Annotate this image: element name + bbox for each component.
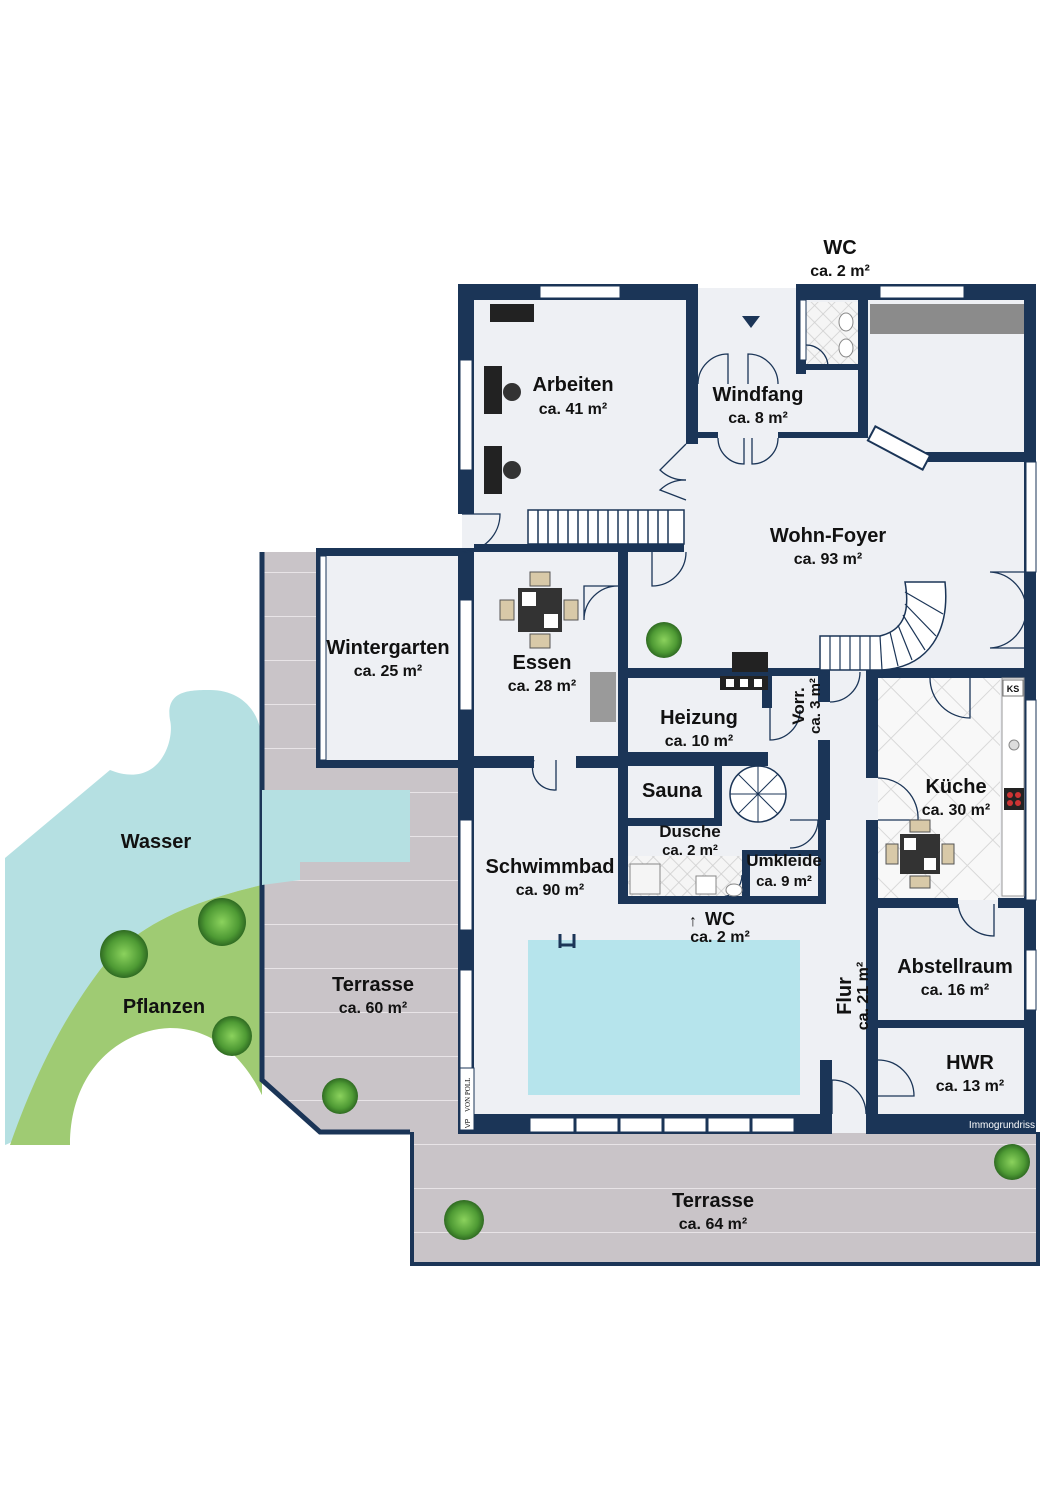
room-windfang-area: ca. 8 m² [728, 410, 788, 427]
room-essen-area: ca. 28 m² [508, 678, 576, 695]
room-kueche-area: ca. 30 m² [922, 802, 990, 819]
doors [461, 344, 1027, 1115]
plants-area [10, 885, 262, 1145]
room-wc-bad-name: WC [705, 909, 735, 929]
room-wc-top-area: ca. 2 m² [810, 263, 870, 280]
room-schwimmbad-name: Schwimmbad [486, 856, 615, 878]
room-hwr-area: ca. 13 m² [936, 1078, 1004, 1095]
staircase-curved [819, 581, 947, 671]
room-kueche-name: Küche [925, 776, 986, 798]
wardrobe [870, 304, 1024, 334]
room-abstellraum-name: Abstellraum [897, 956, 1013, 978]
entrance-arrow-icon [742, 316, 760, 328]
room-heizung-name: Heizung [660, 707, 738, 729]
room-windfang-name: Windfang [713, 384, 804, 406]
pool-ladder-icon [558, 934, 576, 948]
room-dusche-name: Dusche [659, 822, 720, 841]
room-flur-name: Flur [834, 977, 856, 1015]
room-wc-top-name: WC [823, 237, 856, 259]
room-vorr-area: ca. 3 m² [807, 678, 824, 734]
terrace-south-name: Terrasse [672, 1190, 754, 1212]
desk-icon [484, 304, 534, 494]
room-wc-bad-area: ca. 2 m² [690, 929, 750, 946]
fridge-box [1002, 679, 1024, 697]
spiral-stair-icon [729, 765, 787, 823]
room-schwimmbad-area: ca. 90 m² [516, 882, 584, 899]
terrace-south [410, 1132, 1040, 1266]
room-heizung-area: ca. 10 m² [665, 733, 733, 750]
kitchen-counter [1001, 677, 1025, 897]
credit-label: Immogrundriss [969, 1120, 1035, 1131]
dining-table-icon [499, 571, 579, 649]
room-flur-area: ca. 21 m² [855, 962, 872, 1030]
room-essen-name: Essen [513, 652, 572, 674]
heater-icon [720, 652, 768, 690]
wc-top-tiles [806, 302, 862, 366]
fridge-label: KS [1007, 684, 1020, 694]
terrace-west-name: Terrasse [332, 974, 414, 996]
room-vorr-name: Vorr. [789, 687, 808, 724]
water-label: Wasser [121, 831, 192, 853]
room-sauna-name: Sauna [642, 780, 703, 802]
kitchen-table-icon [885, 819, 955, 889]
staircase-straight [527, 509, 685, 545]
room-wohn-foyer-name: Wohn-Foyer [770, 525, 887, 547]
room-abstellraum-area: ca. 16 m² [921, 982, 989, 999]
logo: VP VON POLL [459, 1067, 475, 1131]
room-arbeiten-name: Arbeiten [532, 374, 613, 396]
toilet-icon [695, 312, 854, 897]
water-channel [262, 790, 410, 885]
shower-tray [629, 863, 661, 895]
plants-label: Pflanzen [123, 996, 205, 1018]
room-hwr-name: HWR [946, 1052, 994, 1074]
room-wintergarten-name: Wintergarten [326, 637, 449, 659]
lounger-icon [866, 425, 932, 471]
logo-initials: VP [465, 1118, 472, 1128]
sideboard [590, 672, 616, 722]
room-wintergarten-area: ca. 25 m² [354, 663, 422, 680]
terrace-west-area: ca. 60 m² [339, 1000, 407, 1017]
plant-icon [100, 622, 1030, 1240]
room-umkleide-area: ca. 9 m² [756, 873, 812, 890]
wc-arrow-icon: ↑ [689, 913, 697, 930]
swimming-pool [528, 940, 800, 1095]
room-arbeiten-area: ca. 41 m² [539, 401, 607, 418]
room-dusche-area: ca. 2 m² [662, 842, 718, 859]
terrace-south-area: ca. 64 m² [679, 1216, 747, 1233]
room-wohn-foyer-area: ca. 93 m² [794, 551, 862, 568]
room-umkleide-name: Umkleide [746, 851, 822, 870]
logo-text: VON POLL [464, 1078, 472, 1112]
